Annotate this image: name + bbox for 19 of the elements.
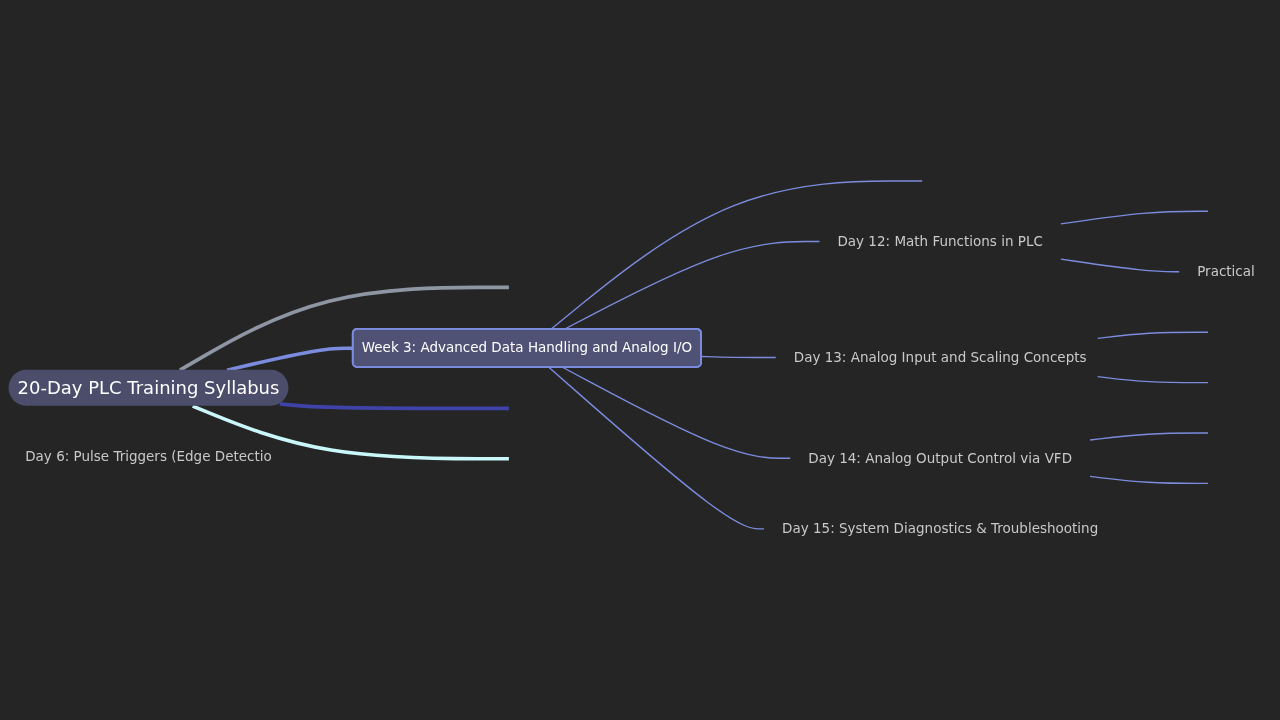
connector	[548, 366, 765, 530]
node-text: Day 15: System Diagnostics & Troubleshooting	[782, 520, 1099, 537]
connector	[1089, 475, 1209, 485]
connector	[550, 180, 923, 330]
node-box: 20-Day PLC Training Syllabus	[8, 369, 289, 406]
node-text: Day 13: Analog Input and Scaling Concepts	[793, 349, 1087, 366]
connector	[562, 366, 791, 459]
connector	[1060, 258, 1180, 273]
node-text: Practical	[1197, 263, 1255, 280]
node-text: Day 14: Analog Output Control via VFD	[808, 449, 1073, 467]
connector	[192, 404, 509, 461]
node-text: Day 6: Pulse Triggers (Edge Detectio	[25, 448, 272, 466]
connector	[279, 402, 509, 411]
node-text: Day 12: Math Functions in PLC	[837, 233, 1043, 250]
connector	[1060, 210, 1209, 225]
connector	[1097, 331, 1209, 340]
connector	[1097, 375, 1209, 384]
connector	[179, 285, 509, 372]
connector	[1089, 432, 1209, 441]
